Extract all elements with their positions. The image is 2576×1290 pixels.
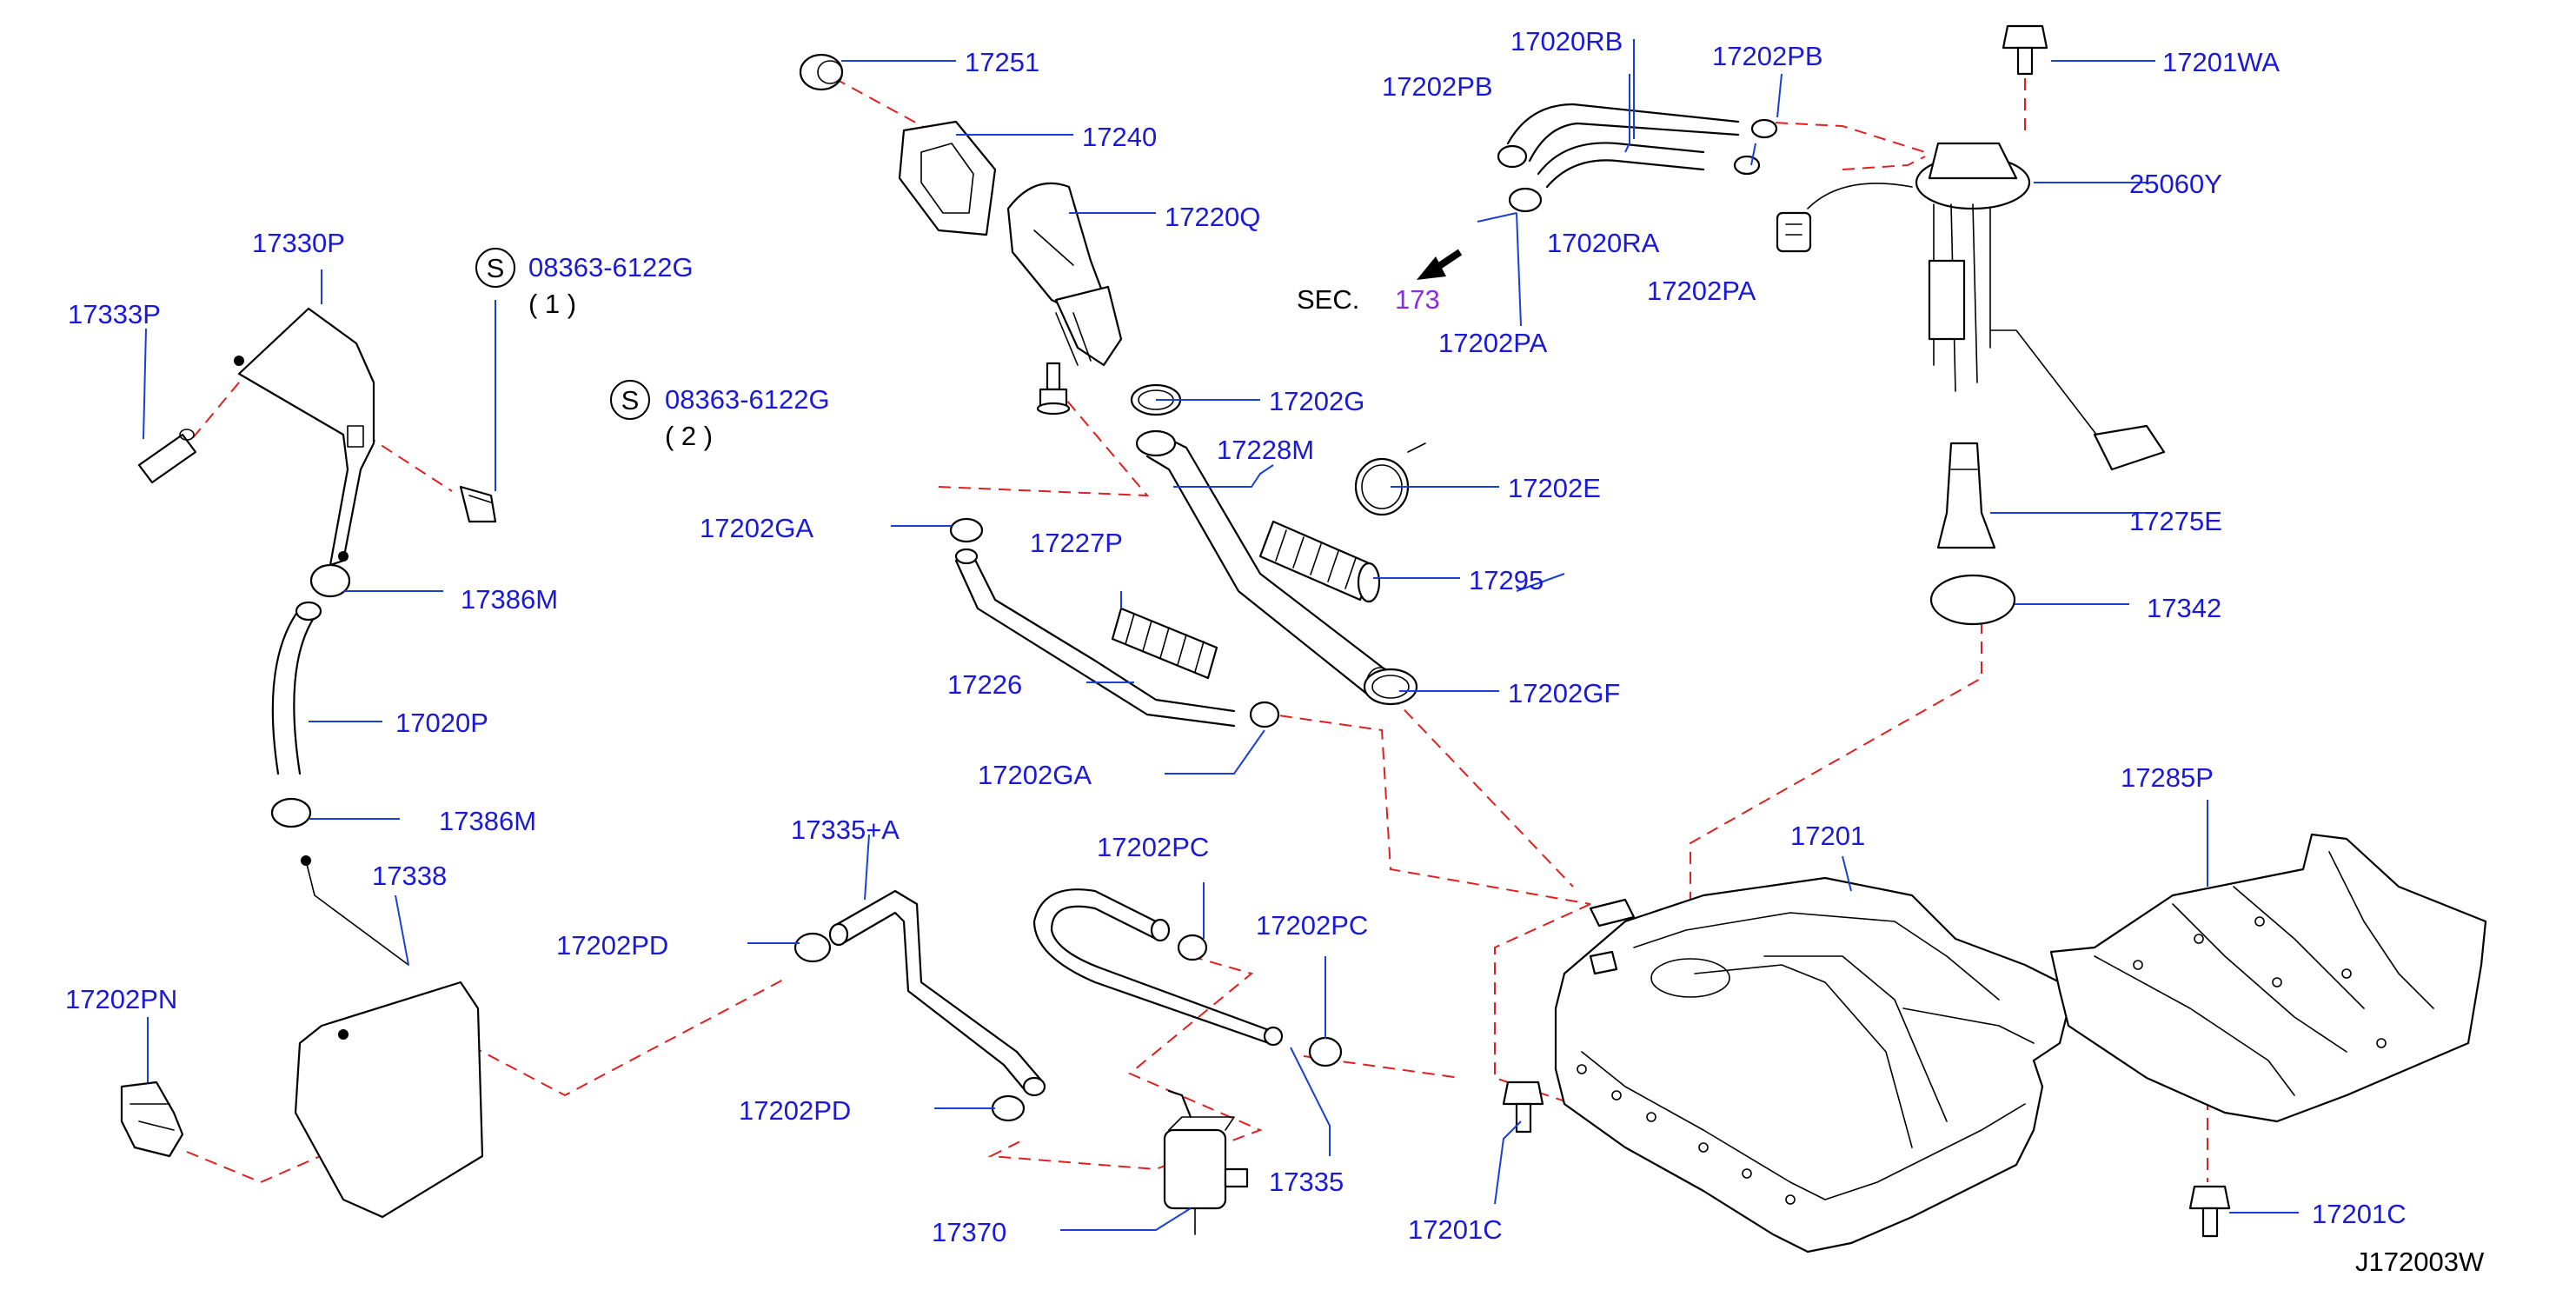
screw-ref-2-qty: ( 2 ) [665,421,713,451]
part-17020RB-RA-hoses [1497,103,1778,213]
label-25060Y: 25060Y [2129,169,2222,199]
screw-ref-2-symbol: S [621,385,640,416]
label-17335: 17335 [1269,1167,1344,1197]
label-sec-number: 173 [1395,284,1440,315]
label-17220Q: 17220Q [1165,202,1260,232]
screw-ref-1-code: 08363-6122G [528,252,694,283]
label-17201C-left: 17201C [1408,1214,1503,1245]
part-17201-fuel-tank [1554,876,2070,1253]
label-17338: 17338 [372,861,447,891]
part-17295-hose [1258,520,1381,603]
label-17202G: 17202G [1269,386,1364,416]
label-17202PD-top: 17202PD [556,930,668,961]
part-17202PD-clamp-top [793,932,832,963]
part-17285P-protector [2049,833,2487,1123]
label-17202GA-bottom: 17202GA [978,760,1092,790]
part-17386M-clamp-top [309,563,351,598]
sec-direction-arrow-icon [1417,249,1463,280]
label-17202PB-right: 17202PB [1712,41,1823,71]
screw-ref-symbol-1: S 08363-6122G ( 1 ) [475,248,694,319]
part-17228M-filler-tube [1135,429,1395,703]
part-17342-gasket [1929,574,2016,626]
part-screw-17330P [459,485,497,523]
label-17020P: 17020P [395,708,488,738]
part-17202PC-clamp-right [1308,1036,1343,1067]
label-sec: SEC. [1297,284,1359,315]
part-labels: 17251 17240 17220Q 17202G 17228M 17202E … [65,26,2485,1277]
diagram-code: J172003W [2355,1247,2485,1277]
label-17202PA-left: 17202PA [1438,328,1548,358]
screw-ref-2-code: 08363-6122G [665,384,830,415]
part-17202PC-clamp-left [1177,934,1208,961]
label-17285P: 17285P [2121,762,2214,793]
label-17333P: 17333P [68,299,161,329]
label-17226: 17226 [947,669,1022,700]
part-17202GF-clamp [1363,668,1418,706]
label-17202PC-left: 17202PC [1097,832,1209,862]
part-17333P-sensor [137,429,197,484]
label-17386M-top: 17386M [461,584,558,615]
label-17201C-right: 17201C [2312,1199,2407,1229]
part-17202PD-clamp-bottom [991,1094,1026,1122]
label-17335A: 17335+A [791,815,900,845]
part-17227P-hose [1111,607,1218,680]
label-17020RB: 17020RB [1510,26,1623,57]
label-17201: 17201 [1790,821,1865,851]
part-17202GA-clamp-top [949,517,984,543]
leader-lines [143,39,2299,1231]
part-17226-tube [954,548,1236,728]
part-17330P-bracket [234,307,375,567]
part-17335-hose [1032,888,1284,1047]
label-17202PA-right: 17202PA [1647,276,1756,306]
label-17202GF: 17202GF [1508,678,1620,708]
part-17202E-clamp [1354,442,1426,516]
part-17202PN-clip [120,1081,184,1158]
label-17275E: 17275E [2129,506,2222,536]
part-17201C-bolt-left [1502,1081,1544,1134]
part-17220Q-filler-neck [1006,182,1123,367]
label-17386M-bottom: 17386M [439,806,536,836]
screw-ref-1-symbol: S [487,253,505,283]
label-17202PD-bottom: 17202PD [739,1095,851,1126]
part-bolt-filler [1036,362,1071,416]
part-17251-cap [799,53,844,91]
part-17370-filter [1163,1089,1249,1235]
part-17201C-bolt-right [2188,1185,2231,1238]
part-17240-grommet [898,120,997,236]
part-17275E-pipe [1936,442,1996,549]
part-17202GA-clamp-bottom [1249,701,1280,728]
label-17202E: 17202E [1508,473,1601,503]
label-17342: 17342 [2147,593,2221,623]
label-17251: 17251 [965,47,1039,77]
label-17227P: 17227P [1030,528,1123,558]
screw-ref-1-qty: ( 1 ) [528,289,576,319]
label-17202PC-right: 17202PC [1256,910,1368,941]
label-17330P: 17330P [252,228,345,258]
label-17240: 17240 [1082,122,1157,152]
part-17020P-hose [271,601,322,775]
part-17201WA-bolt [2002,24,2048,76]
part-25060Y-fuel-pump [1776,142,2166,471]
label-17202PN: 17202PN [65,984,177,1014]
screw-ref-symbol-2: S 08363-6122G ( 2 ) [610,380,830,451]
label-17228M: 17228M [1217,435,1314,465]
label-17202PB-left: 17202PB [1382,71,1493,102]
part-17335A-hose [828,889,1046,1097]
label-17201WA: 17201WA [2162,47,2280,77]
part-17338-cover [294,855,484,1219]
label-17020RA: 17020RA [1547,228,1660,258]
part-17386M-clamp-bottom [270,797,312,828]
label-17370: 17370 [932,1217,1006,1247]
label-17202GA-top: 17202GA [700,513,813,543]
label-17295: 17295 [1469,565,1544,595]
